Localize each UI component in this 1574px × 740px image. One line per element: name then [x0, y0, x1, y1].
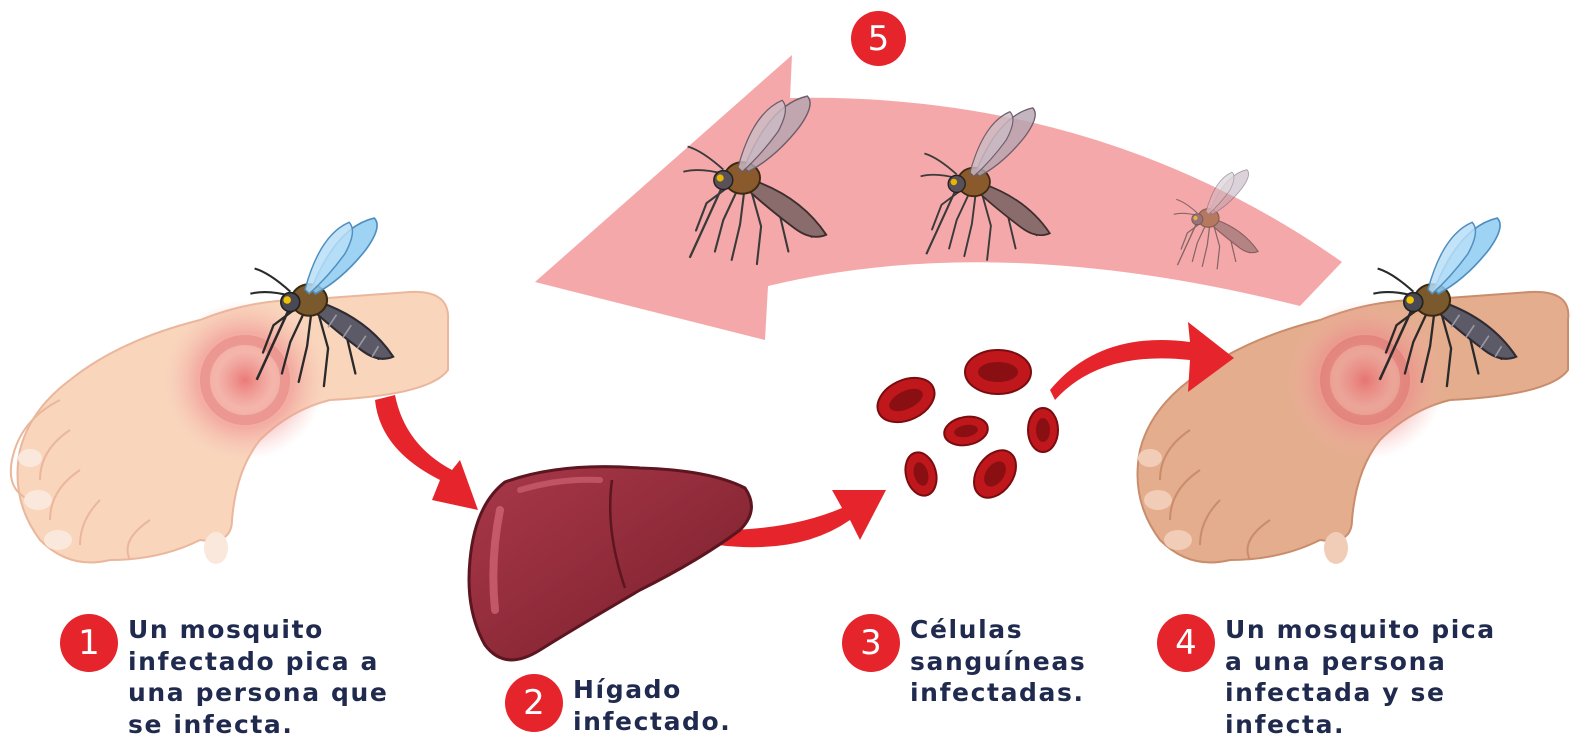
step-2: 2 Hígado infectado. — [505, 674, 731, 737]
step-3: 3 Células sanguíneas infectadas. — [842, 614, 1086, 709]
step-caption: Un mosquito infectado pica a una persona… — [128, 614, 388, 740]
caption-line: infectado pica a — [128, 646, 388, 678]
caption-line: una persona que — [128, 677, 388, 709]
left-hand-illustration — [11, 292, 448, 564]
step-number-badge: 1 — [60, 614, 118, 672]
step-number-badge: 4 — [1157, 614, 1215, 672]
caption-line: Un mosquito — [128, 614, 388, 646]
step-number-badge: 3 — [842, 614, 900, 672]
step-4: 4 Un mosquito pica a una persona infecta… — [1157, 614, 1496, 740]
caption-line: infectado. — [573, 706, 731, 738]
caption-line: Un mosquito pica — [1225, 614, 1496, 646]
liver-illustration — [469, 467, 751, 660]
right-hand-illustration — [1138, 292, 1569, 564]
step-number-badge: 2 — [505, 674, 563, 732]
step-caption: Un mosquito pica a una persona infectada… — [1225, 614, 1496, 740]
arrow-hand-to-liver — [375, 395, 478, 510]
caption-line: se infecta. — [128, 709, 388, 740]
caption-line: infecta. — [1225, 709, 1496, 740]
step-number-badge: 5 — [851, 11, 906, 66]
step-1: 1 Un mosquito infectado pica a una perso… — [60, 614, 388, 740]
caption-line: infectadas. — [910, 677, 1086, 709]
step-caption: Células sanguíneas infectadas. — [910, 614, 1086, 709]
caption-line: infectada y se — [1225, 677, 1496, 709]
step-caption: Hígado infectado. — [573, 674, 731, 737]
caption-line: sanguíneas — [910, 646, 1086, 678]
caption-line: a una persona — [1225, 646, 1496, 678]
caption-line: Células — [910, 614, 1086, 646]
step-5: 5 — [851, 11, 906, 66]
caption-line: Hígado — [573, 674, 731, 706]
blood-cells-illustration — [870, 350, 1058, 506]
